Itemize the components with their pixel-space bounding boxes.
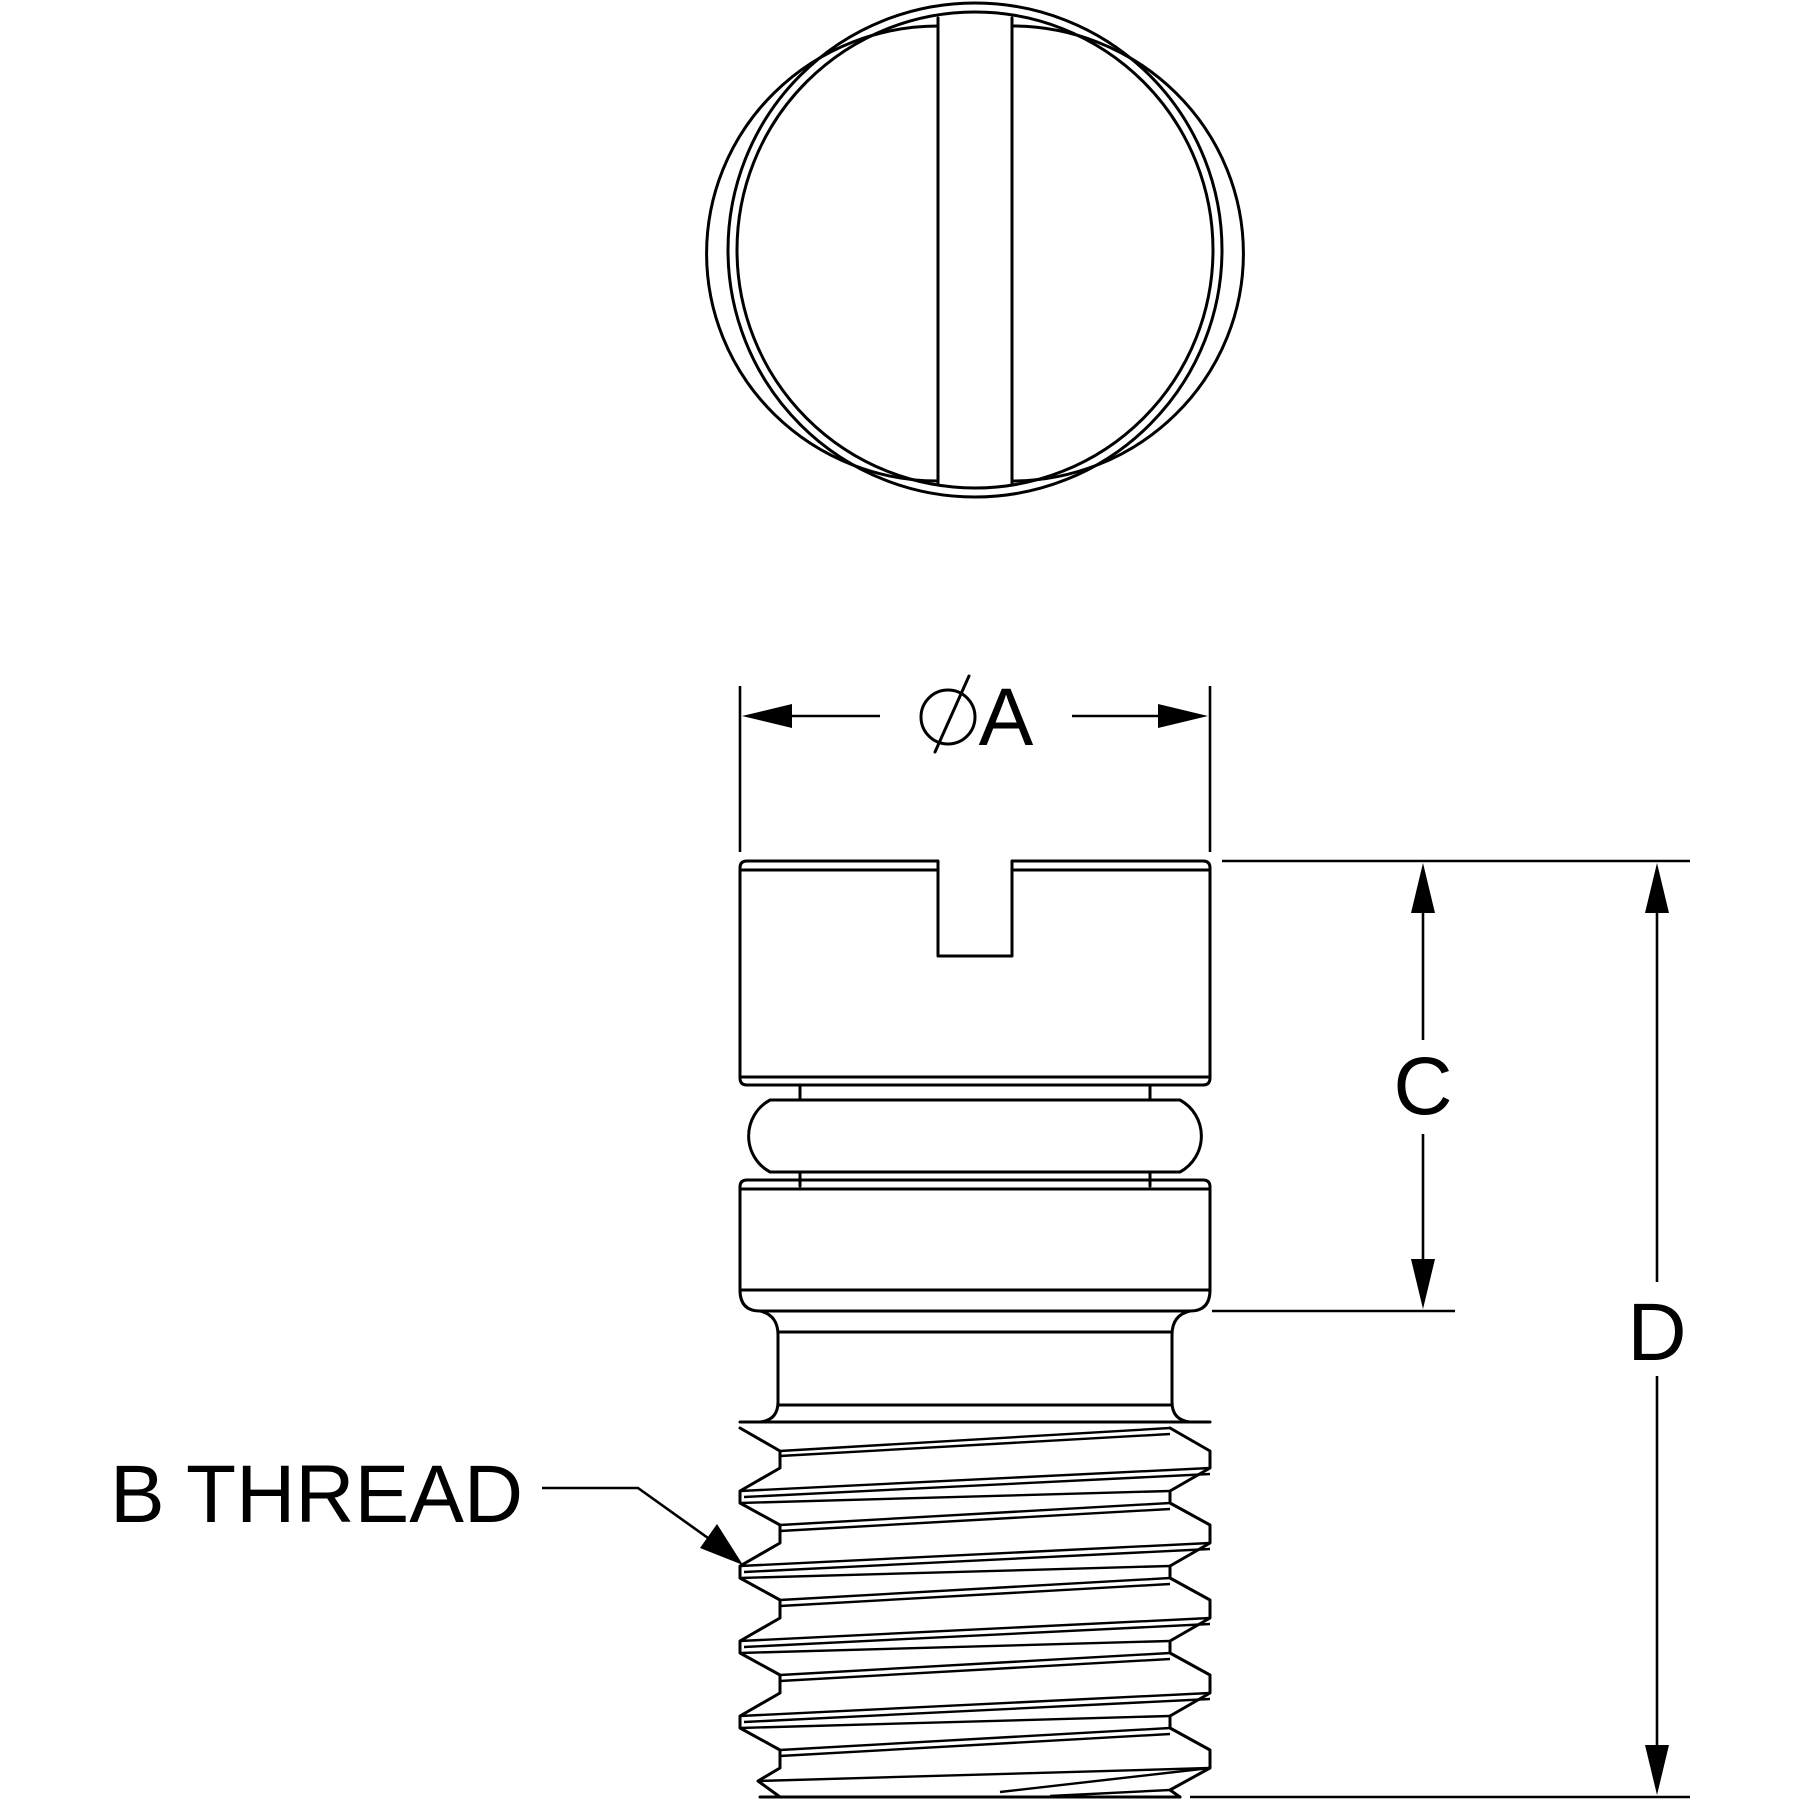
- dimension-b-thread: B THREAD: [110, 1449, 743, 1565]
- dim-b-label: B THREAD: [110, 1449, 523, 1540]
- top-view: [704, 1, 1246, 499]
- dimension-a: A: [738, 672, 1212, 852]
- dim-a-label: A: [979, 672, 1034, 763]
- dimension-d: D: [1190, 859, 1690, 1799]
- dim-d-label: D: [1627, 1287, 1686, 1378]
- side-view: [738, 859, 1212, 1799]
- thread-helix-lines: [739, 1426, 1211, 1798]
- dim-c-label: C: [1393, 1041, 1452, 1132]
- diameter-icon: [919, 674, 977, 754]
- dimension-c: C: [1212, 859, 1455, 1313]
